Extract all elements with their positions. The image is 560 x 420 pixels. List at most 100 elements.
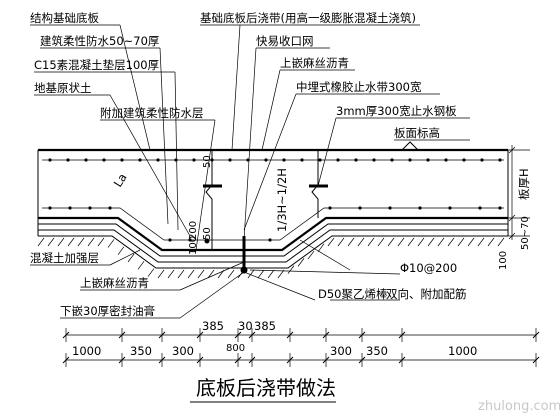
- label-rebar-note: 双向、附加配筋: [386, 287, 467, 301]
- soil-hatch-mark: [377, 237, 385, 247]
- soil-hatch-mark: [427, 237, 435, 247]
- leader-lines: [30, 24, 470, 319]
- dim-top-1: 385: [202, 319, 224, 333]
- soil-hatch-mark: [397, 237, 405, 247]
- rebar-dot: [498, 206, 502, 210]
- rebar-dot: [426, 158, 430, 162]
- soil-hatch-mark: [277, 269, 285, 279]
- label-quick-mesh: 快易收口网: [256, 34, 314, 48]
- rebar-dot: [478, 206, 482, 210]
- slab-outline: [37, 148, 509, 269]
- soil-hatch-mark: [97, 237, 105, 247]
- rebar-dot: [444, 158, 448, 162]
- label-concrete-strengthening: 混凝土加强层: [30, 251, 99, 265]
- soil-hatch-mark: [327, 237, 335, 247]
- rebar-dot: [108, 206, 112, 210]
- soil-hatch-mark: [297, 258, 305, 267]
- rebar-dot: [358, 206, 362, 210]
- rebar-dot: [66, 158, 70, 162]
- dimension-chain: [62, 328, 540, 367]
- soil-hatch-mark: [307, 250, 315, 260]
- soil-hatch-mark: [67, 237, 75, 247]
- soil-hatch-mark: [347, 237, 355, 247]
- soil-hatch-mark: [37, 237, 45, 247]
- rebar-dot: [120, 158, 124, 162]
- soil-hatch-mark: [447, 237, 455, 247]
- soil-hatch-mark: [147, 268, 155, 277]
- label-sealing-paste: 下嵌30厚密封油膏: [60, 304, 155, 318]
- label-asphalt-hemp-top: 上嵌麻丝沥青: [280, 56, 349, 70]
- soil-hatch-mark: [317, 243, 325, 253]
- label-additional-waterproof: 附加建筑柔性防水层: [100, 106, 204, 120]
- rebar-dot: [480, 158, 484, 162]
- rebar-dot: [192, 158, 196, 162]
- soil-hatch-mark: [267, 269, 275, 279]
- soil-hatch-mark: [47, 237, 55, 247]
- label-la: La: [111, 171, 130, 190]
- rebar-dot: [354, 158, 358, 162]
- label-dim-50: 50: [202, 155, 213, 168]
- rebar-dot: [390, 158, 394, 162]
- soil-hatch-mark: [497, 237, 505, 247]
- rebar-dot: [282, 158, 286, 162]
- label-dim-50-70: 50~70: [520, 216, 531, 250]
- label-dim-100-right: 100: [498, 251, 509, 270]
- rebar-dot: [174, 158, 178, 162]
- rebar-dot: [318, 158, 322, 162]
- rebar-dot: [138, 158, 142, 162]
- rebar-dot: [84, 158, 88, 162]
- rebar-dot: [68, 206, 72, 210]
- soil-hatch: [37, 237, 505, 279]
- label-rebar: Φ10@200: [400, 261, 457, 275]
- label-dim-200: 200: [188, 221, 199, 240]
- soil-hatch-mark: [187, 269, 195, 279]
- dim-top-3: 385: [254, 319, 276, 333]
- soil-hatch-mark: [57, 237, 65, 247]
- label-dim-50-left: 50: [202, 227, 213, 240]
- dim-bottom-2: 350: [130, 344, 152, 358]
- soil-hatch-mark: [337, 237, 345, 247]
- label-rubber-waterstop: 中埋式橡胶止水带300宽: [296, 80, 422, 94]
- soil-hatch-mark: [257, 269, 265, 279]
- label-pe-rod: D50聚乙烯棒: [318, 287, 388, 301]
- soil-hatch-mark: [407, 237, 415, 247]
- soil-hatch-mark: [437, 237, 445, 247]
- soil-hatch-mark: [87, 237, 95, 247]
- soil-hatch-mark: [247, 269, 255, 279]
- soil-hatch-mark: [487, 237, 495, 247]
- rebar-dot: [328, 206, 332, 210]
- label-flexible-waterproof: 建筑柔性防水50~70厚: [40, 34, 159, 48]
- label-original-soil: 地基原状土: [34, 81, 92, 95]
- right-dimensions: [505, 145, 530, 240]
- label-slab-level: 板面标高: [394, 126, 440, 140]
- soil-hatch-mark: [127, 253, 135, 263]
- rebar-layers: [42, 158, 504, 242]
- rebar-dot: [156, 158, 160, 162]
- soil-hatch-mark: [177, 269, 185, 279]
- rebar-dot: [168, 238, 172, 242]
- dim-top-2: 30: [238, 319, 253, 333]
- dim-bottom-1: 1000: [72, 344, 101, 358]
- soil-hatch-mark: [107, 239, 115, 248]
- rebar-dot: [264, 158, 268, 162]
- soil-hatch-mark: [117, 246, 125, 255]
- dim-bottom-6: 350: [366, 344, 388, 358]
- rebar-dot: [48, 206, 52, 210]
- label-dim-100: 100: [188, 236, 199, 255]
- soil-hatch-mark: [207, 269, 215, 279]
- rebar-dot: [388, 206, 392, 210]
- soil-hatch-mark: [367, 237, 375, 247]
- soil-hatch-mark: [227, 269, 235, 279]
- rebar-dot: [48, 158, 52, 162]
- rebar-dot: [228, 158, 232, 162]
- soil-hatch-mark: [467, 237, 475, 247]
- soil-hatch-mark: [197, 269, 205, 279]
- label-asphalt-hemp-bottom: 上嵌麻丝沥青: [80, 276, 149, 290]
- label-c15-cushion: C15素混凝土垫层100厚: [34, 58, 159, 72]
- soil-hatch-mark: [287, 265, 295, 274]
- label-post-pour-strip: 基础底板后浇带(用高一级膨胀混凝土浇筑): [200, 11, 416, 25]
- rebar-dot: [268, 238, 272, 242]
- rebar-dot: [300, 158, 304, 162]
- construction-joints: [203, 150, 328, 274]
